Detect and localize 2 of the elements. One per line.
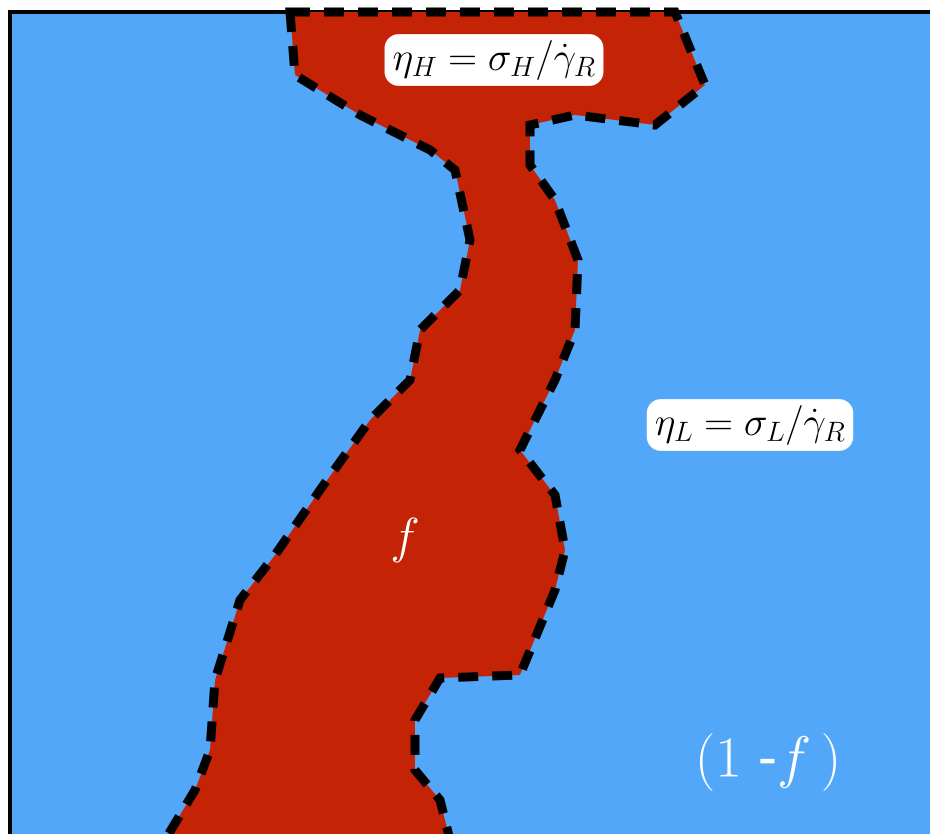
- formula-box: $\eta_L = \sigma_L/\dot{\gamma}_R$: [646, 399, 854, 451]
- formula-box: $\eta_H = \sigma_H/\dot{\gamma}_R$: [384, 34, 604, 86]
